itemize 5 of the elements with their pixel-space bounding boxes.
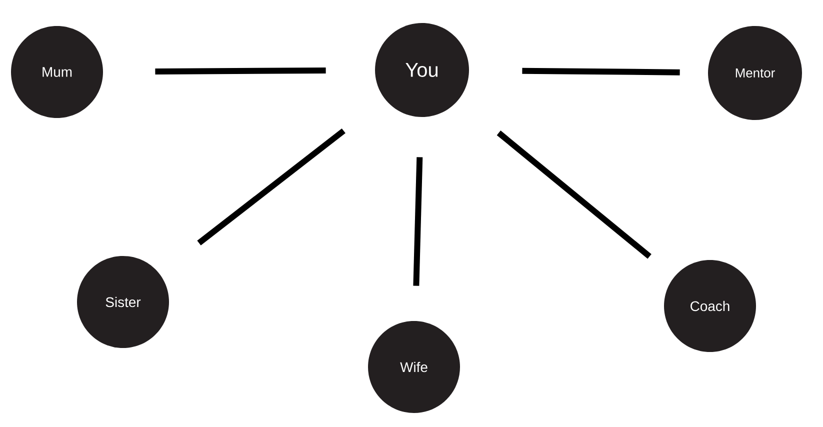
connector-line bbox=[496, 130, 652, 259]
connector-line bbox=[155, 68, 326, 74]
connector-line bbox=[197, 128, 346, 246]
connector-line bbox=[522, 68, 680, 76]
connector-line bbox=[413, 157, 423, 286]
